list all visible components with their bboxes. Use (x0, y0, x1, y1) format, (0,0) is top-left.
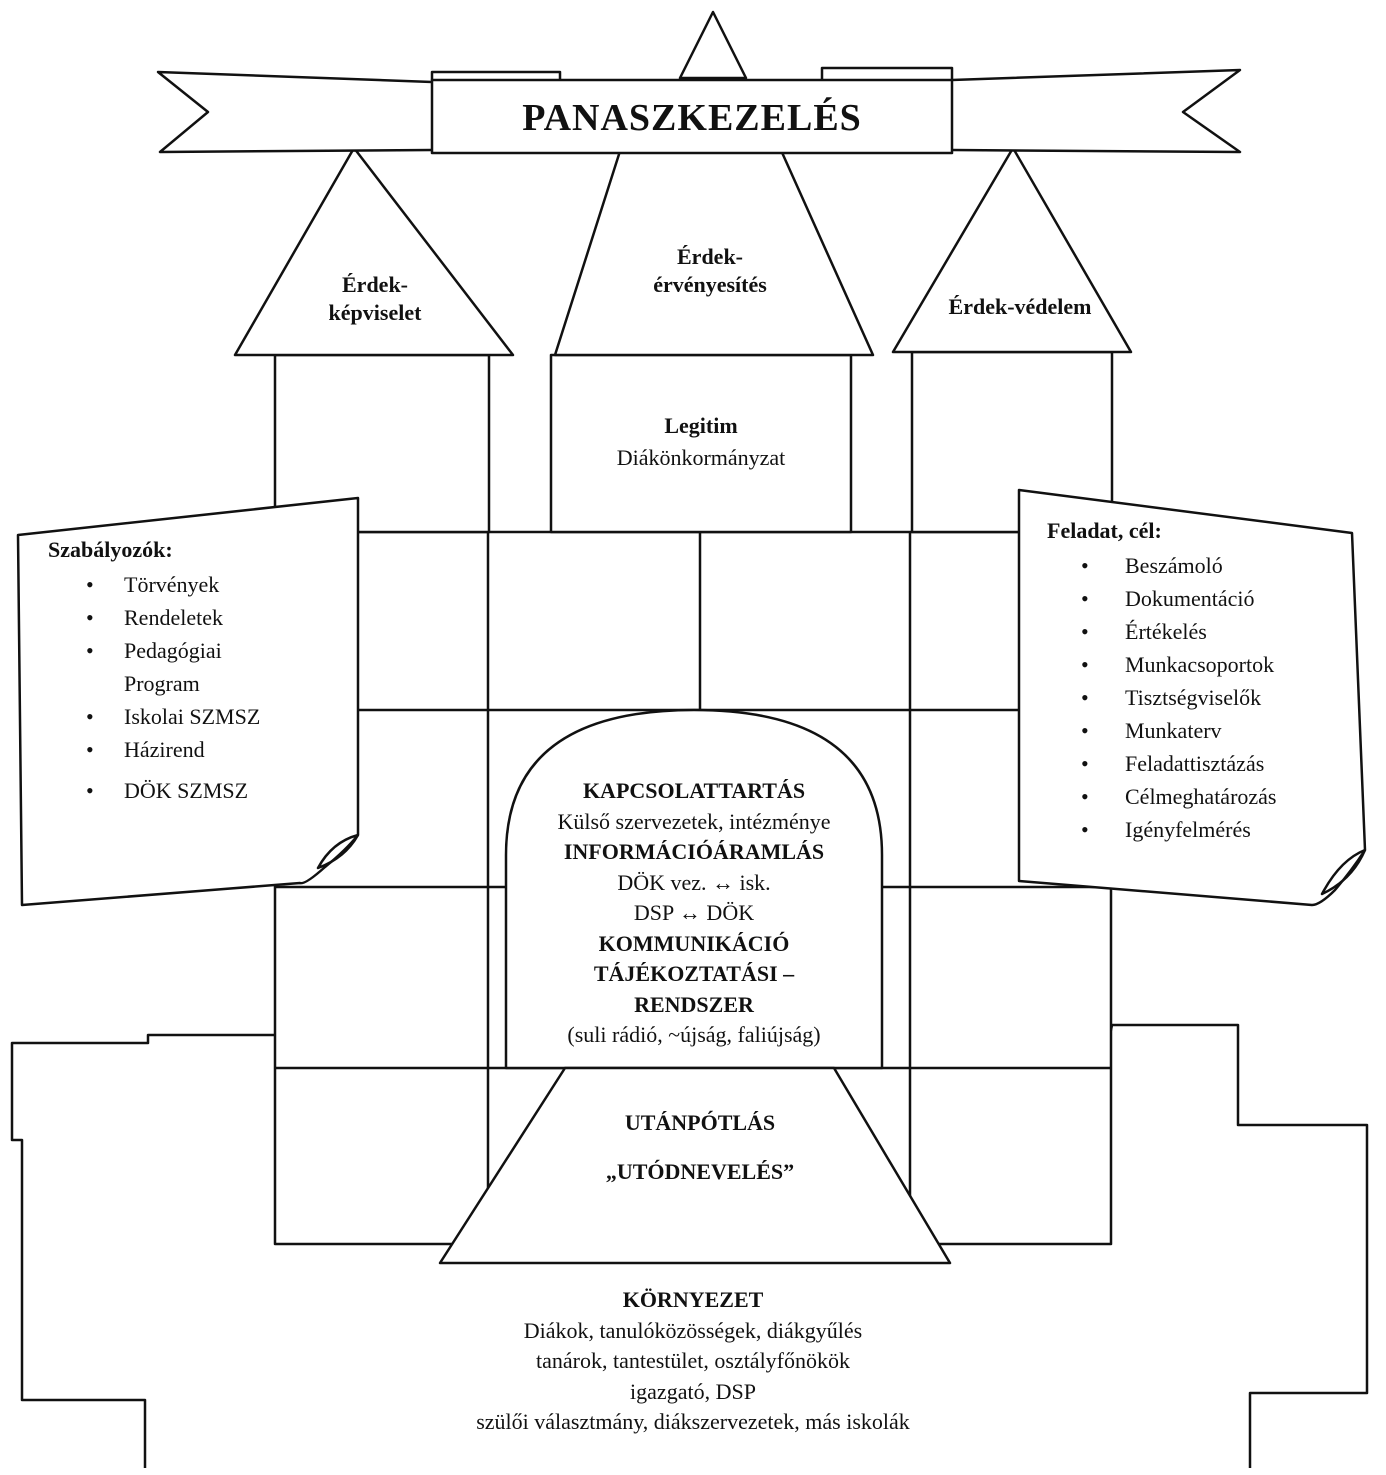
legitim-title: Legitim (664, 413, 738, 438)
list-item: Munkaterv (1047, 714, 1347, 747)
right-note-heading: Feladat, cél: (1047, 518, 1162, 543)
left-note-list: Törvények Rendeletek Pedagógiai Program … (48, 568, 348, 807)
gate-line-1: KAPCSOLATTARTÁS (582, 778, 806, 803)
left-note-heading: Szabályozók: (48, 537, 173, 562)
turret-left-label: Érdek- képviselet (290, 271, 460, 326)
turret-right (891, 146, 1133, 354)
left-note: Szabályozók: Törvények Rendeletek Pedagó… (48, 533, 348, 807)
environment-line-2: tanárok, tantestület, osztályfőnökök (535, 1348, 851, 1373)
foundation-line-1: UTÁNPÓTLÁS (624, 1110, 776, 1135)
list-item: Törvények (48, 568, 348, 601)
list-item: DÖK SZMSZ (48, 774, 348, 807)
list-item: Célmeghatározás (1047, 780, 1347, 813)
gate-line-9: (suli rádió, ~újság, faliújság) (567, 1022, 821, 1047)
turret-center-label: Érdek- érvényesítés (620, 243, 800, 298)
gate-line-2: Külső szervezetek, intézménye (557, 808, 831, 834)
gate-line-3: INFORMÁCIÓÁRAMLÁS (563, 839, 825, 864)
foundation-trapezoid (438, 1066, 952, 1265)
environment-line-1: Diákok, tanulóközösségek, diákgyűlés (523, 1317, 863, 1343)
list-item: Dokumentáció (1047, 582, 1347, 615)
legitim-block: Legitim Diákönkormányzat (551, 410, 851, 474)
list-item: Munkacsoportok (1047, 648, 1347, 681)
legitim-subtitle: Diákönkormányzat (616, 445, 786, 470)
tower-center (549, 353, 853, 534)
foundation-line-2: „UTÓDNEVELÉS” (605, 1159, 795, 1184)
banner (156, 66, 1242, 155)
base-outline (10, 1023, 1369, 1468)
environment-line-3: igazgató, DSP (630, 1378, 756, 1404)
turret-left-line2: képviselet (328, 299, 422, 325)
list-item: Tisztségviselők (1047, 681, 1347, 714)
turret-center-line2: érvényesítés (653, 271, 767, 297)
gate-arch (504, 708, 884, 1070)
turret-right-label: Érdek-védelem (948, 294, 1092, 319)
banner-title: PANASZKEZELÉS (522, 97, 862, 139)
environment-line-4: szülői választmány, diákszervezetek, más… (476, 1409, 910, 1434)
list-item: Pedagógiai Program (48, 634, 264, 700)
list-item: Rendeletek (48, 601, 348, 634)
gate-line-5: DSP ↔ DÖK (633, 900, 755, 925)
gate-line-6: KOMMUNIKÁCIÓ (598, 930, 790, 956)
turret-center-line1: Érdek- (677, 244, 743, 269)
list-item: Feladattisztázás (1047, 747, 1347, 780)
list-item: Iskolai SZMSZ (48, 700, 348, 733)
turret-left-line1: Érdek- (342, 272, 408, 297)
right-note-list: Beszámoló Dokumentáció Értékelés Munkacs… (1047, 549, 1347, 846)
gate-line-7: TÁJÉKOZTATÁSI – (593, 961, 795, 986)
gate-line-8: RENDSZER (634, 991, 754, 1017)
turret-left (233, 146, 515, 357)
peak (678, 10, 748, 80)
list-item: Házirend (48, 733, 348, 766)
right-note: Feladat, cél: Beszámoló Dokumentáció Ért… (1047, 514, 1347, 846)
environment-title: KÖRNYEZET (622, 1287, 764, 1312)
gate-line-4: DÖK vez. ↔ isk. (617, 869, 771, 895)
list-item: Beszámoló (1047, 549, 1347, 582)
gate-text: KAPCSOLATTARTÁS Külső szervezetek, intéz… (506, 776, 882, 1051)
list-item: Igényfelmérés (1047, 813, 1347, 846)
environment-block: KÖRNYEZET Diákok, tanulóközösségek, diák… (393, 1285, 993, 1438)
list-item: Értékelés (1047, 615, 1347, 648)
